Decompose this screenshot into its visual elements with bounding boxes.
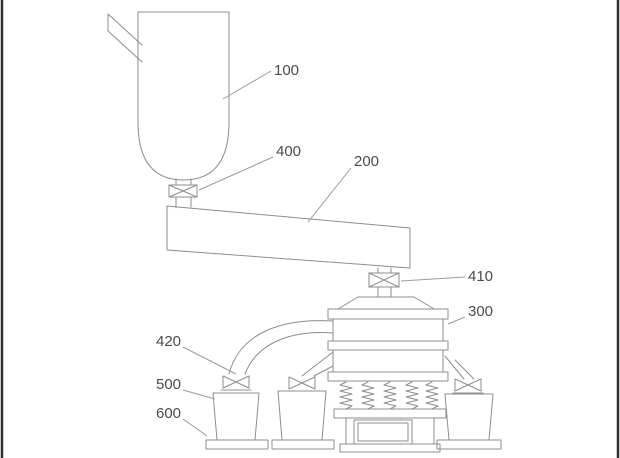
discharge-pipe-curved <box>228 320 334 375</box>
tank-inlet-chute <box>107 13 143 63</box>
sieve-lower-body <box>332 349 444 373</box>
spring <box>405 381 419 410</box>
leader-line-300 <box>447 316 466 325</box>
container-valve-bowtie-icon <box>222 375 250 389</box>
sieve-platform <box>333 408 447 419</box>
valve-bowtie-icon <box>368 272 400 288</box>
label-pipe: 420 <box>156 333 181 350</box>
spring <box>339 381 353 410</box>
sieve-mid-flange <box>327 340 449 351</box>
label-inlet-valve: 410 <box>468 268 493 285</box>
container-right <box>444 378 494 441</box>
label-conveyor: 200 <box>354 153 379 170</box>
container-body <box>444 393 494 441</box>
spring <box>361 381 375 410</box>
label-sieve: 300 <box>468 303 493 320</box>
leader-line-410 <box>400 276 466 282</box>
container-body <box>212 392 260 441</box>
container-left <box>212 375 260 441</box>
leader-line-600 <box>182 418 208 437</box>
label-base: 600 <box>156 405 181 422</box>
vibrating-sieve <box>327 296 449 453</box>
sieve-inlet-valve-symbol <box>368 267 400 298</box>
container-body <box>277 390 327 441</box>
storage-tank <box>107 11 230 181</box>
valve-bowtie-icon <box>168 184 198 198</box>
pipe-middle <box>301 351 334 377</box>
base-plate-middle <box>271 439 335 450</box>
container-middle <box>277 376 327 441</box>
sieve-lid <box>337 296 435 310</box>
leader-line-500 <box>182 389 216 400</box>
tank-body <box>137 11 230 181</box>
base-plate-left <box>205 439 269 450</box>
spring <box>425 381 439 410</box>
valve-neck-lower <box>377 286 392 298</box>
valve-flanges <box>168 184 198 198</box>
sieve-top-rim <box>327 308 449 320</box>
motor-box <box>353 419 413 445</box>
sieve-base-plate <box>339 443 441 453</box>
spring <box>383 381 397 410</box>
pipe-outer-wall <box>228 320 334 375</box>
pipe-right <box>444 355 475 380</box>
motor-box-inner <box>357 422 409 442</box>
pipe-inner-wall <box>244 332 334 375</box>
leader-line-100 <box>222 70 272 100</box>
valve-neck-lower <box>175 196 192 209</box>
label-tank-valve: 400 <box>276 143 301 160</box>
label-tank: 100 <box>274 62 299 79</box>
leader-line-420 <box>182 346 237 375</box>
valve-neck <box>377 267 392 274</box>
leader-line-400 <box>198 156 274 191</box>
container-valve-bowtie-icon <box>288 376 316 390</box>
sieve-bottom-flange <box>327 371 449 382</box>
container-valve-bowtie-icon <box>454 378 482 392</box>
tank-valve-symbol <box>168 178 198 209</box>
sieve-upper-body <box>332 318 444 342</box>
conveyor-chute <box>166 205 411 269</box>
valve-flanges <box>368 272 400 288</box>
valve-neck <box>175 178 192 186</box>
leader-line-200 <box>307 167 352 223</box>
base-plate-right <box>436 439 502 450</box>
sieve-legs <box>345 417 435 445</box>
label-container: 500 <box>156 376 181 393</box>
